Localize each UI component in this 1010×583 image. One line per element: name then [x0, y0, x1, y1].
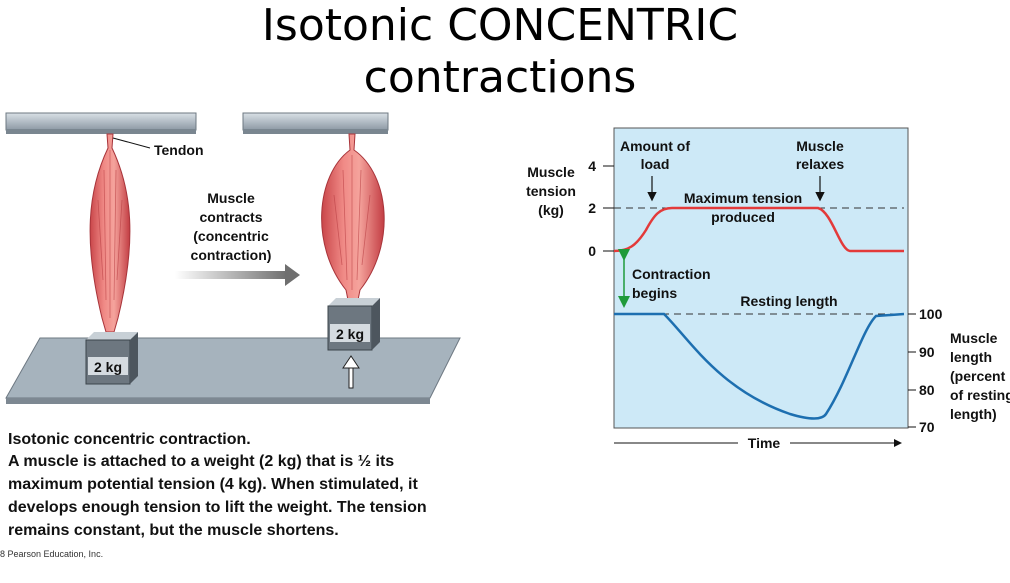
length-tick-80: 80 [919, 382, 935, 398]
tendon-label: Tendon [154, 142, 204, 158]
ceiling-bar-left [6, 113, 196, 134]
length-axis-title-5: length) [950, 406, 997, 422]
svg-text:load: load [641, 156, 670, 172]
weight-right-label: 2 kg [336, 326, 364, 342]
muscle-relaxed [90, 134, 130, 332]
svg-text:(concentric: (concentric [193, 228, 269, 244]
tendon-pointer [113, 138, 150, 148]
svg-text:Contraction: Contraction [632, 266, 711, 282]
svg-text:Amount of: Amount of [620, 138, 690, 154]
tension-tick-4: 4 [588, 158, 596, 174]
caption-line-4: remains constant, but the muscle shorten… [8, 519, 508, 542]
length-axis-title-3: (percent [950, 368, 1006, 384]
length-axis-title-1: Muscle [950, 330, 998, 346]
weight-left: 2 kg [86, 332, 138, 384]
svg-text:produced: produced [711, 209, 775, 225]
svg-text:relaxes: relaxes [796, 156, 844, 172]
tension-axis-title-3: (kg) [538, 202, 564, 218]
caption-line-2: maximum potential tension (4 kg). When s… [8, 473, 508, 496]
caption-line-3: develops enough tension to lift the weig… [8, 496, 508, 519]
platform [6, 338, 460, 404]
resting-length-label: Resting length [740, 293, 837, 309]
length-tick-70: 70 [919, 419, 935, 435]
length-tick-90: 90 [919, 344, 935, 360]
weight-left-label: 2 kg [94, 359, 122, 375]
caption-heading: Isotonic concentric contraction. [8, 430, 508, 450]
length-tick-100: 100 [919, 306, 943, 322]
caption-line-1: A muscle is attached to a weight (2 kg) … [8, 450, 508, 473]
copyright-credit: 8 Pearson Education, Inc. [0, 549, 103, 559]
length-axis-title-4: of resting [950, 387, 1010, 403]
svg-text:begins: begins [632, 285, 677, 301]
figure-caption: Isotonic concentric contraction. A muscl… [8, 430, 508, 542]
time-axis: Time [614, 435, 900, 451]
contracts-arrow [175, 264, 300, 286]
svg-text:Muscle: Muscle [796, 138, 844, 154]
tension-axis-title-2: tension [526, 183, 576, 199]
svg-text:contracts: contracts [199, 209, 262, 225]
svg-text:Maximum tension: Maximum tension [684, 190, 802, 206]
tension-tick-0: 0 [588, 243, 596, 259]
length-axis-title-2: length [950, 349, 992, 365]
svg-text:Muscle: Muscle [207, 190, 255, 206]
muscle-contracted [322, 134, 385, 300]
time-label: Time [748, 435, 781, 451]
left-axis: 4 2 0 Muscle tension (kg) [526, 158, 614, 259]
tension-tick-2: 2 [588, 200, 596, 216]
weight-right: 2 kg [328, 298, 380, 350]
svg-text:contraction): contraction) [191, 247, 272, 263]
tension-axis-title-1: Muscle [527, 164, 575, 180]
right-axis: 100 90 80 70 Muscle length (percent of r… [908, 306, 1010, 435]
ceiling-bar-right [243, 113, 388, 134]
contracts-text: Muscle contracts (concentric contraction… [191, 190, 272, 263]
